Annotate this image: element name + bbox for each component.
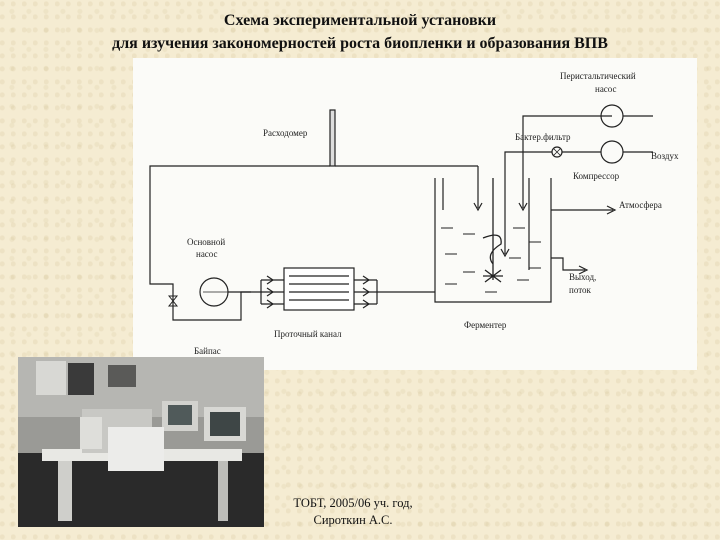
label-bypass: Байпас (194, 346, 221, 356)
slide-title-line-1: Схема экспериментальной установки (223, 12, 497, 29)
label-bacterial-filter: Бактер.фильтр (515, 132, 571, 142)
footer-author-line: Сироткин А.С. (313, 513, 393, 527)
flowmeter-symbol (329, 109, 336, 167)
label-air: Воздух (651, 151, 679, 161)
stirrer-icon (482, 178, 503, 283)
footer-course-line: ТОБТ, 2005/06 уч. год, (293, 496, 413, 510)
line-outlet (551, 257, 585, 271)
flow-channel-symbol (283, 267, 355, 311)
label-atmosphere: Атмосфера (619, 200, 662, 210)
label-main-pump-2: насос (196, 249, 218, 259)
label-main-pump-1: Основной (187, 237, 225, 247)
lab-setup-photo (18, 357, 264, 527)
label-fermenter: Ферментер (464, 320, 507, 330)
label-peristaltic-pump-1: Перистальтический (560, 71, 636, 81)
fermenter-vessel (434, 178, 552, 303)
label-peristaltic-pump-2: насос (595, 84, 617, 94)
line-flowmeter-loop (149, 165, 330, 270)
label-compressor: Компрессор (573, 171, 620, 181)
setup-schematic: Перистальтический насос Расходомер Бакте… (133, 58, 697, 370)
bypass-valve-icon (167, 295, 179, 307)
label-flow-channel: Проточный канал (274, 329, 342, 339)
label-outlet-1: Выход, (569, 272, 596, 282)
label-outlet-2: поток (569, 285, 592, 295)
slide-title-line-2: для изучения закономерностей роста биопл… (112, 35, 608, 52)
label-flowmeter: Расходомер (263, 128, 308, 138)
